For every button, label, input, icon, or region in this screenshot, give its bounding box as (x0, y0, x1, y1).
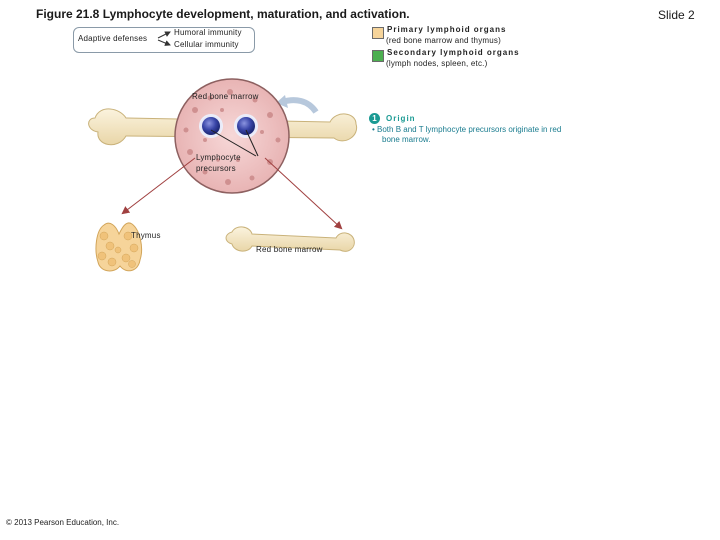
lymphocyte-precursors-label-line2: precursors (196, 164, 236, 173)
figure-title: Figure 21.8 Lymphocyte development, matu… (36, 7, 410, 21)
arrow-to-thymus (121, 157, 196, 215)
step-number-badge: 1 (369, 113, 380, 124)
secondary-lymphoid-swatch (372, 50, 384, 62)
adaptive-defenses-box (73, 27, 255, 53)
secondary-lymphoid-desc: (lymph nodes, spleen, etc.) (386, 59, 488, 68)
thymus-organ (95, 222, 143, 272)
bone-marrow-magnified (174, 78, 290, 194)
slide-number: Slide 2 (658, 8, 695, 22)
adaptive-defenses-label: Adaptive defenses (78, 34, 148, 43)
cellular-immunity-label: Cellular immunity (174, 40, 239, 49)
red-bone-marrow-bottom-label: Red bone marrow (256, 245, 323, 254)
secondary-lymphoid-title: Secondary lymphoid organs (387, 48, 520, 57)
lymphocyte-precursors-label-line1: Lymphocyte (196, 153, 241, 162)
step-description: • Both B and T lymphocyte precursors ori… (372, 125, 561, 145)
step-description-line2: bone marrow. (382, 135, 431, 144)
step-title: Origin (386, 114, 416, 123)
bone-bottom (225, 226, 355, 252)
primary-lymphoid-desc: (red bone marrow and thymus) (386, 36, 501, 45)
primary-lymphoid-swatch (372, 27, 384, 39)
thymus-label: Thymus (131, 231, 161, 240)
adaptive-arrows (157, 31, 171, 46)
humoral-immunity-label: Humoral immunity (174, 28, 242, 37)
copyright: © 2013 Pearson Education, Inc. (6, 518, 120, 527)
primary-lymphoid-title: Primary lymphoid organs (387, 25, 507, 34)
red-bone-marrow-label: Red bone marrow (192, 92, 259, 101)
arrow-to-red-bone-marrow (264, 157, 343, 230)
step-description-line1: • Both B and T lymphocyte precursors ori… (372, 125, 562, 134)
